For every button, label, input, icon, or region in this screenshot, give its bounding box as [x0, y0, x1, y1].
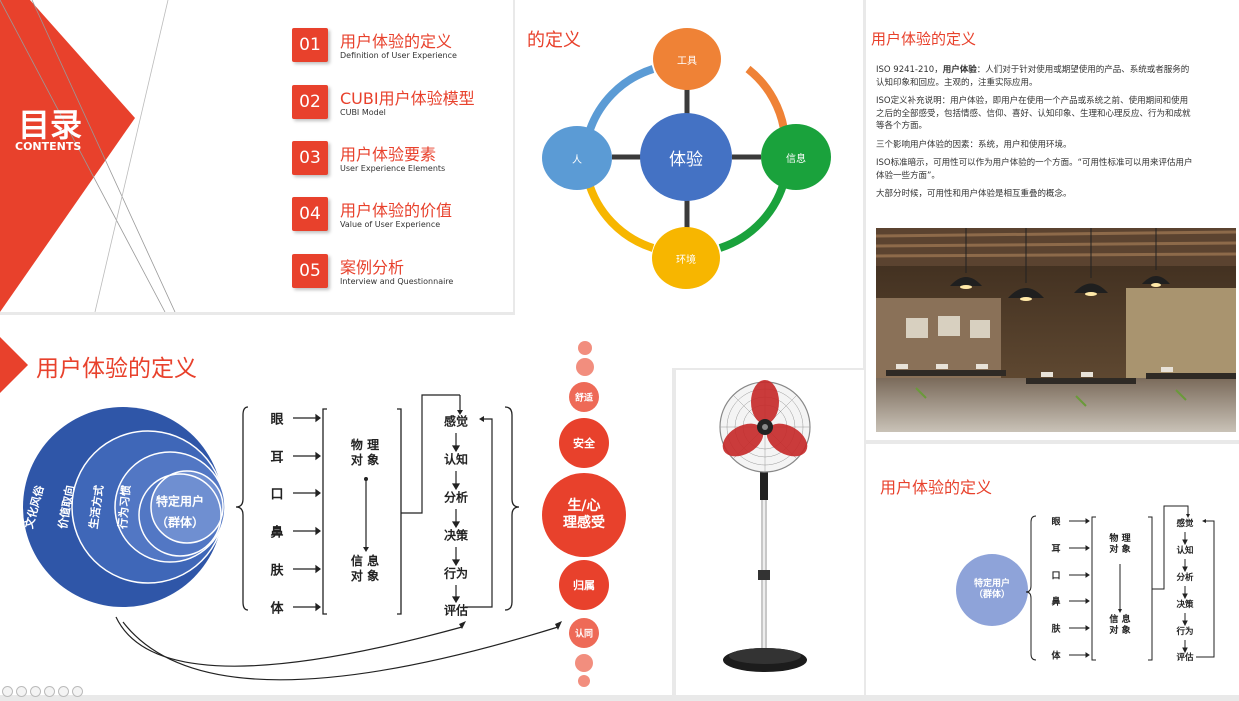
small-sense-2: 耳: [1051, 544, 1061, 555]
small-step-5: 行为: [1176, 627, 1194, 637]
toc-item-4[interactable]: 用户体验的价值: [340, 201, 453, 220]
definition-p5: 大部分时候，可用性和用户体验是相互重叠的概念。: [876, 189, 1072, 199]
toc-item-2[interactable]: CUBI用户体验模型: [340, 89, 475, 108]
toc-item-5[interactable]: 案例分析: [340, 258, 405, 277]
small-sense-4: 鼻: [1051, 597, 1061, 608]
toc-slide: 目录 CONTENTS 01 用户体验的定义 Definition of Use…: [0, 0, 513, 312]
control-prev-icon[interactable]: [2, 686, 13, 697]
control-zoom-icon[interactable]: [58, 686, 69, 697]
toc-decoration: [0, 0, 176, 312]
small-step-2: 认知: [1176, 546, 1194, 556]
toc-num-3: 03: [292, 141, 328, 175]
slide-controls: [2, 686, 83, 697]
cycle-center: 体验: [640, 113, 732, 201]
sense-1: 眼: [270, 412, 284, 428]
toc-item-3[interactable]: 用户体验要素: [340, 145, 437, 164]
step-6: 评估: [443, 603, 469, 618]
small-sense-1: 眼: [1051, 517, 1061, 528]
toc-heading: 目录: [18, 106, 83, 144]
cycle-ring: [584, 65, 789, 252]
control-menu-icon[interactable]: [44, 686, 55, 697]
sense-2: 耳: [270, 450, 284, 466]
feeling-identity: 认同: [574, 629, 594, 640]
feeling-main: 生/心 理感受: [563, 498, 605, 531]
toc-sub-2: CUBI Model: [340, 108, 386, 117]
small-step-4: 决策: [1176, 600, 1194, 610]
toc-sub-4: Value of User Experience: [340, 220, 441, 229]
small-model-slide: 用户体验的定义 特定用户 （群体） 眼 耳 口 鼻 肤 体 物 理 对 象 信 …: [866, 444, 1239, 695]
step-1: 感觉: [443, 414, 469, 429]
small-model-title: 用户体验的定义: [880, 478, 993, 497]
toc-sub-3: User Experience Elements: [340, 164, 446, 173]
definition-body: ISO 9241-210，用户体验：人们对于针对使用或期望使用的产品、系统或者服…: [876, 64, 1194, 207]
core-user-line1: 特定用户: [155, 494, 205, 509]
control-next-icon[interactable]: [16, 686, 27, 697]
definition-p3: 三个影响用户体验的因素：系统，用户和使用环境。: [876, 139, 1072, 150]
step-4: 决策: [443, 528, 469, 543]
toc-num-1: 01: [292, 28, 328, 62]
definition-title: 用户体验的定义: [871, 30, 977, 48]
toc-subheading: CONTENTS: [15, 140, 82, 153]
small-core-user: 特定用户 （群体）: [973, 579, 1011, 600]
small-step-6: 评估: [1176, 653, 1194, 663]
toc-num-5: 05: [292, 254, 328, 288]
small-sense-3: 口: [1051, 571, 1061, 582]
step-3: 分析: [443, 490, 469, 505]
cycle-right: 信息: [761, 124, 831, 190]
definition-p1-prefix: ISO 9241-210，: [876, 65, 943, 75]
small-step-1: 感觉: [1176, 519, 1194, 529]
small-sense-6: 体: [1051, 651, 1061, 662]
definition-slide: 用户体验的定义 ISO 9241-210，用户体验：人们对于针对使用或期望使用的…: [866, 0, 1239, 440]
small-model-shapes: [956, 505, 1215, 661]
info-object: 信 息 对 象: [350, 554, 380, 583]
small-info-object: 信 息 对 象: [1109, 615, 1131, 636]
model-title: 用户体验的定义: [36, 356, 197, 382]
cycle-slide: 的定义 体验 工具 信息 环境 人: [515, 0, 863, 368]
cycle-bottom: 环境: [652, 227, 720, 289]
toc-num-2: 02: [292, 85, 328, 119]
definition-p2: ISO定义补充说明：用户体验，即用户在使用一个产品或系统之前、使用期间和使用之后…: [876, 96, 1191, 131]
cycle-top: 工具: [653, 28, 721, 90]
feeling-belonging: 归属: [573, 579, 595, 592]
small-physical-object: 物 理 对 象: [1109, 534, 1131, 555]
definition-p4: ISO标准暗示，可用性可以作为用户体验的一个方面。“可用性标准可以用来评估用户体…: [876, 158, 1193, 181]
control-more-icon[interactable]: [72, 686, 83, 697]
step-2: 认知: [443, 452, 469, 467]
toc-num-4: 04: [292, 197, 328, 231]
sense-5: 肤: [270, 563, 284, 579]
definition-p1-suffix: ：人们对于针对使用或期望使用的产品、系统或者服务的认知印象和回应。主观的，注重实…: [876, 65, 1190, 88]
control-pen-icon[interactable]: [30, 686, 41, 697]
feeling-safety: 安全: [573, 437, 595, 450]
model-slide: 用户体验的定义 文化风俗 价值取向 生活方式 行为习惯 特定用户 （群体） 眼 …: [0, 315, 672, 695]
step-5: 行为: [443, 566, 469, 581]
feeling-comfort: 舒适: [574, 393, 594, 404]
sense-6: 体: [270, 601, 284, 617]
small-step-3: 分析: [1176, 573, 1194, 583]
cycle-left: 人: [542, 126, 612, 190]
physical-object: 物 理 对 象: [350, 438, 380, 467]
small-sense-5: 肤: [1051, 624, 1061, 635]
toc-sub-5: Interview and Questionnaire: [340, 277, 454, 286]
definition-p1-bold: 用户体验: [942, 65, 977, 75]
toc-sub-1: Definition of User Experience: [340, 51, 457, 60]
fan-image: [719, 380, 811, 672]
core-user-line2: （群体）: [155, 515, 205, 530]
toc-item-1[interactable]: 用户体验的定义: [340, 32, 453, 51]
definition-p1: ISO 9241-210，用户体验：人们对于针对使用或期望使用的产品、系统或者服…: [876, 64, 1194, 89]
cycle-title: 的定义: [527, 30, 581, 51]
fan-slide: [676, 370, 864, 695]
sense-4: 鼻: [270, 525, 284, 541]
model-shapes: [0, 337, 626, 687]
sense-3: 口: [270, 487, 284, 503]
restaurant-photo: [876, 228, 1236, 432]
